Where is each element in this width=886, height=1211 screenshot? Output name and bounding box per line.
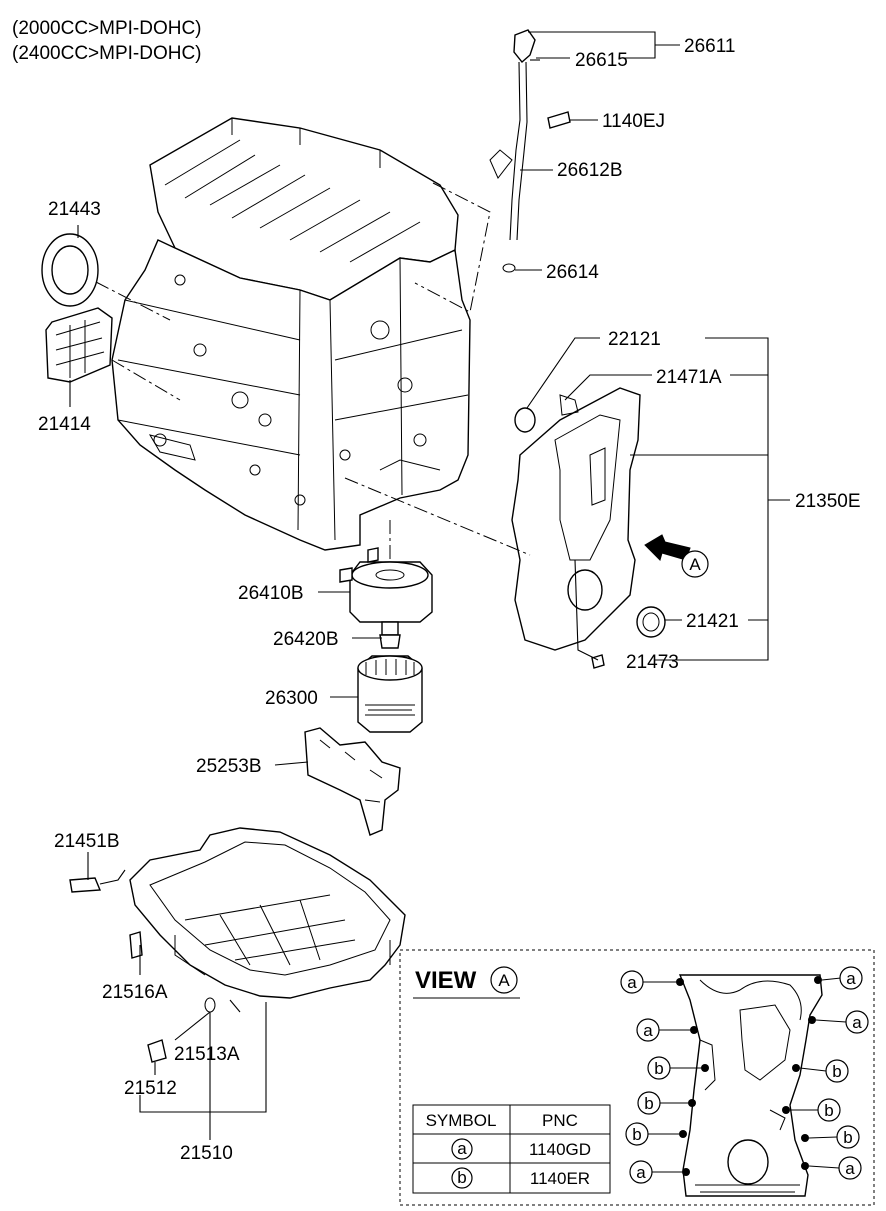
label-21471A: 21471A <box>656 367 722 388</box>
label-1140EJ: 1140EJ <box>602 111 665 132</box>
label-21473: 21473 <box>626 652 679 673</box>
marker-a-2: a <box>846 969 856 988</box>
label-26300: 26300 <box>265 688 318 709</box>
oil-pan-drawing <box>69 827 406 1063</box>
symbol-pnc-table: SYMBOL PNC a 1140GD b 1140ER <box>412 1104 611 1194</box>
oil-filter-drawing <box>339 520 433 733</box>
marker-a-3: a <box>643 1021 653 1040</box>
view-letter-circle <box>490 966 518 994</box>
marker-b-2: b <box>832 1062 841 1081</box>
table-row-1-symbol: a <box>457 1139 467 1158</box>
label-21414: 21414 <box>38 414 91 435</box>
engine-block-drawing <box>111 117 471 551</box>
label-26614: 26614 <box>546 262 599 283</box>
label-21516A: 21516A <box>102 982 168 1003</box>
label-26615: 26615 <box>575 50 628 71</box>
table-row-2-symbol: b <box>457 1168 466 1187</box>
timing-cover-drawing: A <box>344 387 709 669</box>
label-21350E: 21350E <box>795 491 861 512</box>
label-26612B: 26612B <box>557 160 623 181</box>
label-21451B: 21451B <box>54 831 120 852</box>
table-header-pnc: PNC <box>542 1111 578 1130</box>
table-row-2-pnc: 1140ER <box>530 1169 590 1188</box>
marker-b-1: b <box>654 1059 663 1078</box>
view-a-cover-drawing <box>676 974 823 1197</box>
marker-b-5: b <box>632 1125 641 1144</box>
baffle-drawing <box>304 727 401 836</box>
marker-b-3: b <box>644 1094 653 1113</box>
label-21513A: 21513A <box>174 1044 240 1065</box>
table-header-symbol: SYMBOL <box>426 1111 497 1130</box>
label-22121: 22121 <box>608 329 661 350</box>
dipstick-drawing <box>414 29 571 313</box>
label-26420B: 26420B <box>273 629 339 650</box>
marker-b-6: b <box>843 1128 852 1147</box>
marker-a-6: a <box>845 1159 855 1178</box>
view-a-inset: VIEW A SYMBOL PNC a 1140GD b 1140ER <box>399 949 875 1206</box>
label-25253B: 25253B <box>196 756 262 777</box>
leader-lines <box>69 31 790 1140</box>
view-title: VIEW <box>415 967 477 994</box>
view-arrow-marker: A <box>689 555 701 574</box>
view-a-markers: a a a a b b b b b <box>620 966 869 1184</box>
label-21421: 21421 <box>686 611 739 632</box>
engine-spec-line-2: (2400CC>MPI-DOHC) <box>12 43 202 64</box>
marker-a-1: a <box>627 973 637 992</box>
engine-spec-line-1: (2000CC>MPI-DOHC) <box>12 18 202 39</box>
marker-a-4: a <box>852 1013 862 1032</box>
rear-seal-drawing <box>41 233 181 401</box>
label-26611: 26611 <box>684 36 735 57</box>
label-26410B: 26410B <box>238 583 304 604</box>
view-letter: A <box>498 971 510 990</box>
marker-a-5: a <box>636 1163 646 1182</box>
label-21512: 21512 <box>124 1078 177 1099</box>
table-row-1-pnc: 1140GD <box>529 1140 591 1159</box>
label-21443: 21443 <box>48 199 101 220</box>
marker-b-4: b <box>824 1101 833 1120</box>
label-21510: 21510 <box>180 1143 233 1164</box>
